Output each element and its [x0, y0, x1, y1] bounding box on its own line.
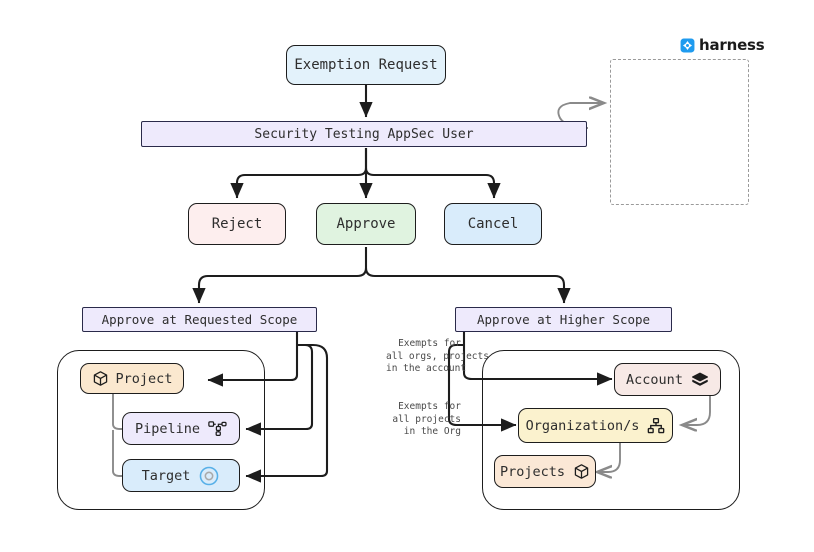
node-label: Approve at Requested Scope — [101, 312, 298, 327]
edge-actor-to-cancel — [364, 167, 501, 199]
node-label: Reject — [211, 216, 263, 232]
node-organizations[interactable]: Organization/s — [518, 408, 673, 443]
node-label: Exemption Request — [294, 57, 438, 73]
node-label: Security Testing AppSec User — [254, 126, 474, 142]
node-approve-at-requested-scope[interactable]: Approve at Requested Scope — [82, 307, 317, 332]
node-label: Pipeline — [134, 420, 201, 437]
node-cancel[interactable]: Cancel — [444, 203, 542, 245]
node-exemption-request[interactable]: Exemption Request — [286, 45, 446, 85]
node-approve[interactable]: Approve — [316, 203, 416, 245]
node-label: Account — [626, 371, 683, 388]
edge-approve-to-requested-scope — [192, 247, 368, 304]
target-icon — [198, 465, 220, 487]
node-label: Project — [115, 370, 173, 387]
node-label: Projects — [499, 463, 566, 480]
node-reject[interactable]: Reject — [188, 203, 286, 245]
brand-logo: harness — [679, 36, 765, 54]
node-approve-at-higher-scope[interactable]: Approve at Higher Scope — [455, 307, 672, 332]
node-project[interactable]: Project — [80, 363, 184, 394]
node-projects[interactable]: Projects — [494, 455, 596, 488]
brand-name: harness — [699, 36, 765, 54]
permissions-panel — [610, 59, 749, 205]
node-target[interactable]: Target — [122, 459, 240, 492]
node-label: Organization/s — [525, 417, 640, 434]
edge-actor-to-reject — [230, 148, 368, 199]
node-label: Approve — [336, 216, 396, 232]
node-account[interactable]: Account — [614, 363, 721, 396]
pipeline-icon — [208, 420, 227, 437]
cube-icon — [573, 463, 590, 480]
edge-approve-to-higher-scope — [364, 267, 571, 304]
edge-label-exempts-account: Exempts for all orgs, projects in the ac… — [386, 338, 489, 374]
layers-icon — [691, 371, 709, 389]
node-pipeline[interactable]: Pipeline — [122, 412, 240, 445]
edge-label-exempts-org: Exempts for all projects in the Org — [392, 401, 461, 437]
cube-icon — [92, 370, 109, 387]
node-label: Cancel — [467, 216, 519, 232]
node-label: Approve at Higher Scope — [476, 312, 651, 327]
org-chart-icon — [647, 417, 665, 435]
node-security-testing-appsec-user[interactable]: Security Testing AppSec User — [141, 121, 587, 147]
harness-diamond-logo-icon — [679, 37, 696, 54]
node-label: Target — [141, 467, 191, 484]
